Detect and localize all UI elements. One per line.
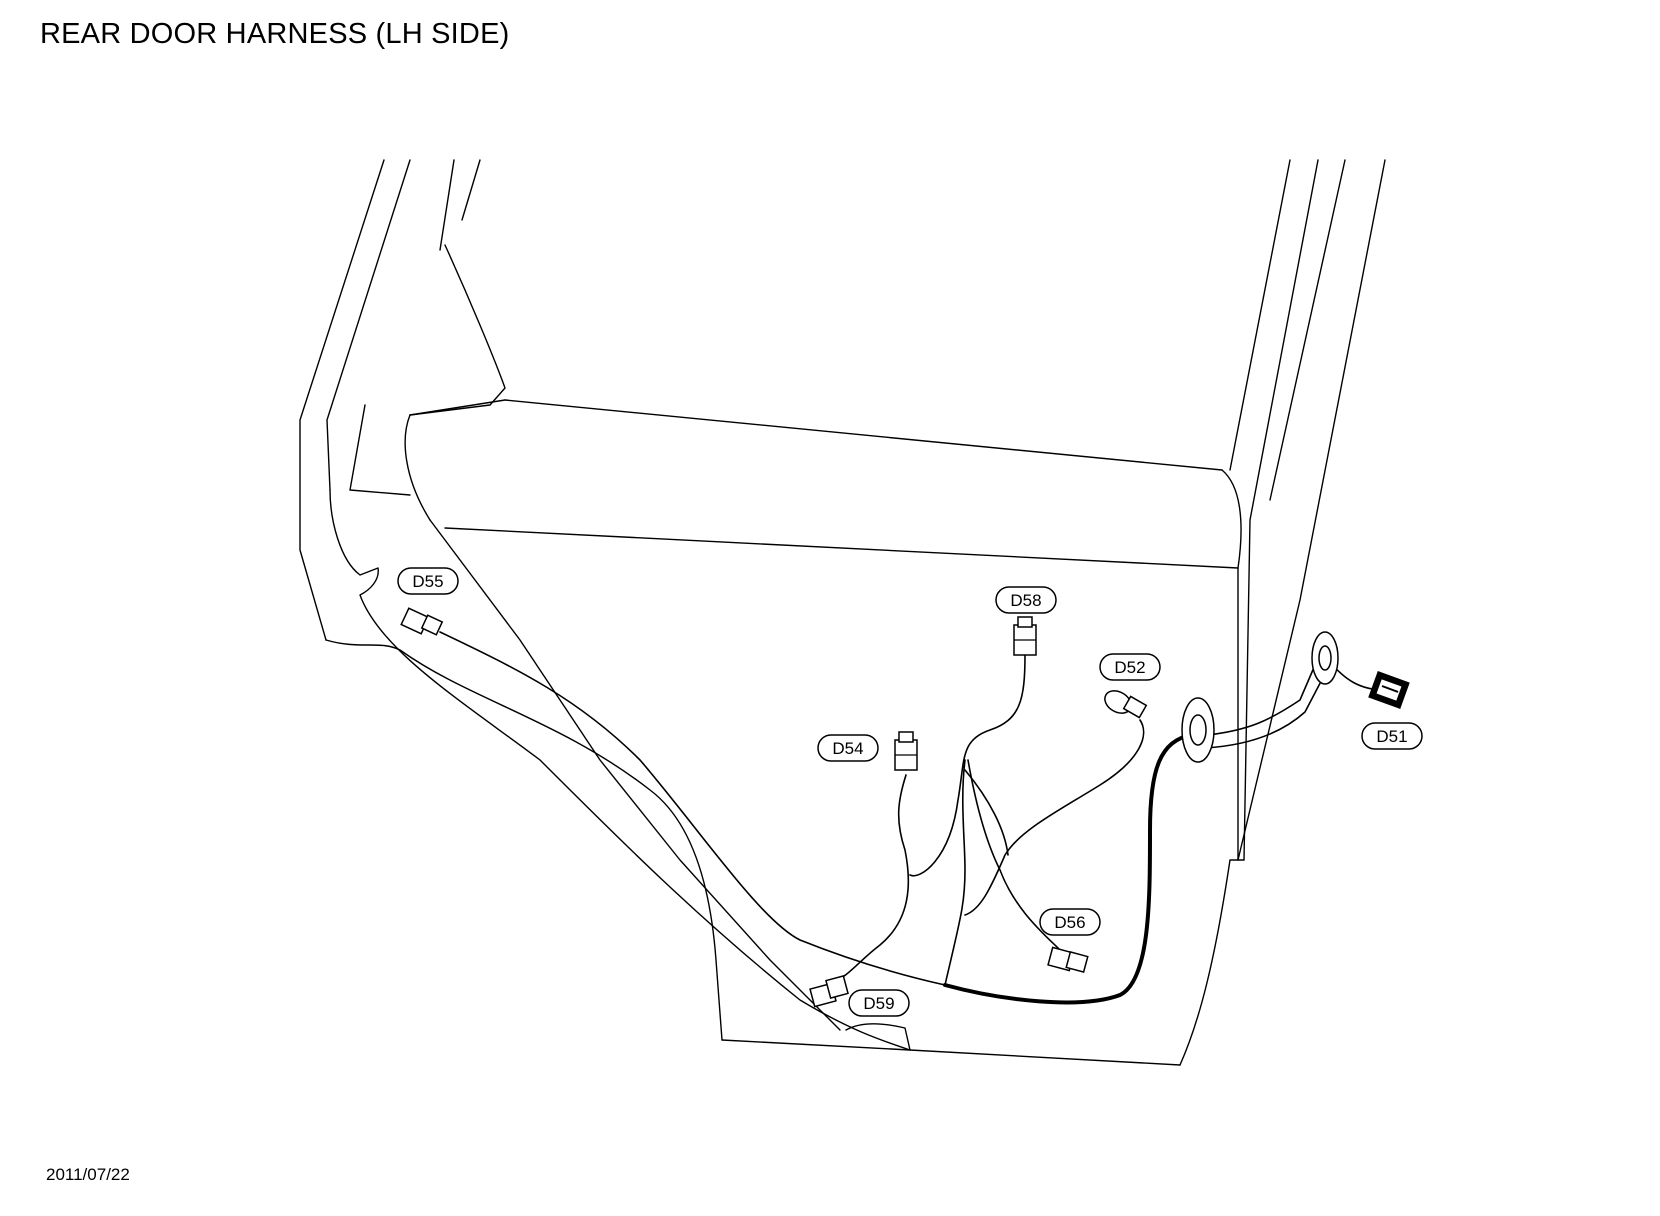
wire-tube-1 (1207, 664, 1316, 736)
wire-d55 (439, 631, 946, 986)
harness-wires (439, 631, 1386, 1005)
label-d51-text: D51 (1376, 727, 1407, 746)
diagram-date: 2011/07/22 (46, 1165, 130, 1184)
label-d54: D54 (817, 734, 879, 762)
label-d56-text: D56 (1054, 913, 1085, 932)
label-d51: D51 (1361, 722, 1423, 750)
connector-d59-plug (809, 975, 849, 1008)
label-d55-text: D55 (412, 572, 443, 591)
label-d54-text: D54 (832, 739, 863, 758)
label-d55: D55 (397, 567, 459, 595)
body-grommet (1311, 631, 1339, 685)
wire-cross (944, 759, 966, 986)
harness-trunk (943, 733, 1194, 1005)
label-d56: D56 (1039, 908, 1101, 936)
label-d59: D59 (848, 989, 910, 1017)
door-grommet (1181, 697, 1215, 763)
wire-d56 (967, 759, 1061, 951)
connector-d56-plug (1047, 946, 1089, 973)
label-d52: D52 (1099, 653, 1161, 681)
connector-d54-plug (894, 731, 918, 771)
wire-d58 (909, 654, 1026, 877)
door-outline (299, 159, 1386, 1066)
connector-d55-plug (400, 607, 444, 636)
connector-d58-plug (1013, 616, 1037, 656)
connector-d51-plug (1368, 671, 1410, 709)
wire-cross-2 (964, 769, 1009, 856)
label-d58-text: D58 (1010, 591, 1041, 610)
label-d58: D58 (995, 586, 1057, 614)
label-d52-text: D52 (1114, 658, 1145, 677)
wire-tube-2 (1204, 667, 1329, 749)
wire-d52 (964, 719, 1145, 916)
connector-d52-plug (1104, 690, 1148, 719)
diagram-title: REAR DOOR HARNESS (LH SIDE) (40, 18, 510, 50)
wire-d54 (829, 774, 910, 986)
label-d59-text: D59 (863, 994, 894, 1013)
